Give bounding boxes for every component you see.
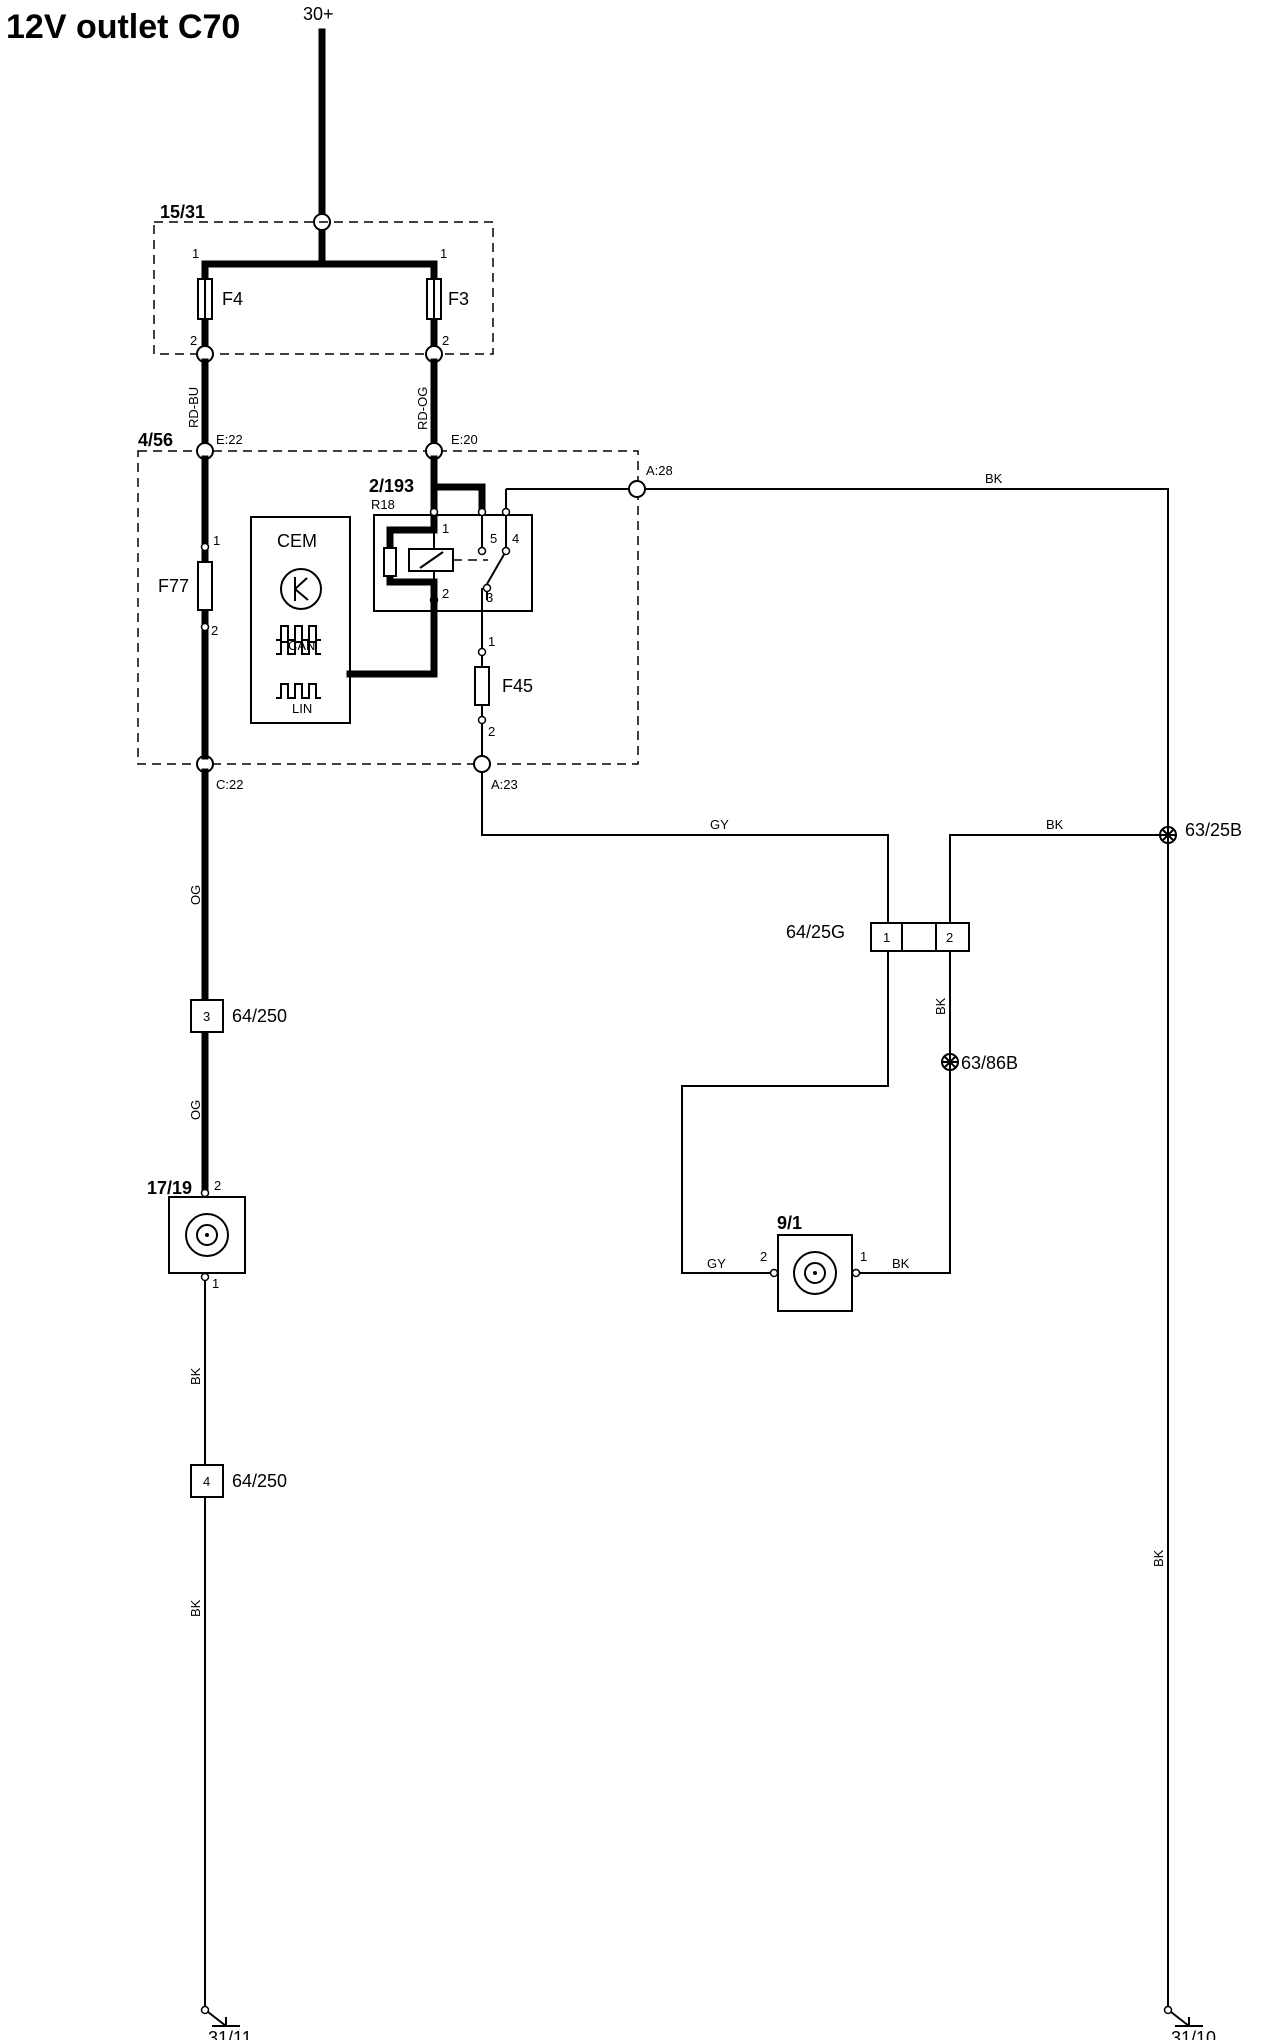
wire-bk-vert-label: BK: [933, 997, 948, 1015]
fuse-f3: F3 1 2: [426, 246, 469, 348]
wire-bk-mid-label: BK: [1046, 817, 1064, 832]
relay-pin-4: 4: [512, 531, 519, 546]
ground-31-10-label: 31/10: [1171, 2028, 1216, 2040]
can-signal-icon: [276, 625, 321, 641]
outlet-17-19-label: 17/19: [147, 1178, 192, 1198]
connector-c22-label: C:22: [216, 777, 243, 792]
cem-module: 4/56: [137, 430, 639, 765]
connector-64-250-top-label: 64/250: [232, 1006, 287, 1026]
wire-gy-a23: [481, 772, 889, 923]
ground-31-11: 31/11: [200, 2005, 252, 2040]
connector-64-250-bottom: 4 64/250: [190, 1464, 287, 1498]
splice-63-25b-label: 63/25B: [1185, 820, 1242, 840]
connector-e20-label: E:20: [451, 432, 478, 447]
fuse-f3-label: F3: [448, 289, 469, 309]
wire-bk-bottom-label: BK: [892, 1256, 910, 1271]
wire-gy-top-label: GY: [710, 817, 729, 832]
cem-unit: CEM CAN LIN: [250, 516, 351, 724]
splice-63-86b: 63/86B: [941, 1053, 1018, 1073]
fuse-f77-label: F77: [158, 576, 189, 596]
wire-bk-a28: [645, 488, 1169, 2010]
wire-og-1-label: OG: [188, 885, 203, 905]
can-signal-icon-2: [276, 641, 321, 655]
outlet-17-19: 17/19 2 1: [147, 1178, 246, 1291]
wire-relay-to-cem: [346, 596, 438, 678]
fusebox-15-31: 15/31: [153, 202, 494, 355]
outlet-17-19-pin-bottom: 1: [212, 1276, 219, 1291]
wire-bk-splice: [949, 834, 1168, 923]
connector-64-250-top: 3 64/250: [190, 999, 287, 1033]
relay-pin-5: 5: [490, 531, 497, 546]
fuse-f4-label: F4: [222, 289, 243, 309]
outlet-9-1: 9/1 2 1: [760, 1213, 867, 1312]
relay-2-193: 2/193 R18 1 2 3 4 5: [369, 455, 533, 612]
wire-bk-top-label: BK: [985, 471, 1003, 486]
connector-a28-node: [628, 480, 646, 498]
diagram-title: 12V outlet C70: [6, 8, 240, 46]
supply-label: 30+: [303, 4, 334, 24]
fuse-f77: F77 1 2: [158, 533, 220, 638]
wire-bk-left-1-label: BK: [188, 1367, 203, 1385]
wire-gy-outlet: [681, 951, 889, 1274]
connector-64-250-bottom-label: 64/250: [232, 1471, 287, 1491]
relay-pin-1: 1: [442, 521, 449, 536]
lin-label: LIN: [292, 701, 312, 716]
fuse-f4-pin-bottom: 2: [190, 333, 197, 348]
fuse-f45: F45 1 2: [474, 634, 533, 739]
ground-31-11-label: 31/11: [208, 2028, 252, 2040]
connector-64-25g: 64/25G 1 2: [786, 922, 970, 952]
fuse-f4: F4 1 2: [190, 246, 243, 348]
cem-title: CEM: [277, 531, 317, 551]
wire-gy-bottom-label: GY: [707, 1256, 726, 1271]
outlet-17-19-pin-top: 2: [214, 1178, 221, 1193]
connector-64-250-bottom-pin: 4: [203, 1474, 210, 1489]
connector-a23-node: [473, 755, 491, 773]
fusebox-label: 15/31: [160, 202, 205, 222]
fuse-f45-pin-top: 1: [488, 634, 495, 649]
connector-64-250-top-pin: 3: [203, 1009, 210, 1024]
ground-31-10: 31/10: [1163, 2005, 1216, 2040]
wire-bk-right-label: BK: [1151, 1549, 1166, 1567]
fuse-f3-pin-bottom: 2: [442, 333, 449, 348]
fuse-f45-pin-bottom: 2: [488, 724, 495, 739]
cem-module-label: 4/56: [138, 430, 173, 450]
connector-64-25g-pin-2: 2: [946, 930, 953, 945]
fuse-f3-pin-top: 1: [440, 246, 447, 261]
fuse-f4-pin-top: 1: [192, 246, 199, 261]
fuse-f77-pin-bottom: 2: [211, 623, 218, 638]
connector-a28-label: A:28: [646, 463, 673, 478]
connector-64-25g-pin-1: 1: [883, 930, 890, 945]
relay-label: 2/193: [369, 476, 414, 496]
relay-pin-3: 3: [486, 590, 493, 605]
wire-rd-bu-label: RD-BU: [186, 387, 201, 428]
relay-sub-label: R18: [371, 497, 395, 512]
wire-bk-left-2-label: BK: [188, 1599, 203, 1617]
relay-pin-2: 2: [442, 586, 449, 601]
connector-64-25g-label: 64/25G: [786, 922, 845, 942]
transistor-icon: [280, 568, 322, 610]
outlet-9-1-pin-left: 2: [760, 1249, 767, 1264]
fuse-f45-label: F45: [502, 676, 533, 696]
splice-63-25b: 63/25B: [1159, 820, 1242, 844]
wire-rd-og-label: RD-OG: [415, 387, 430, 430]
connector-a23-label: A:23: [491, 777, 518, 792]
connector-e22-label: E:22: [216, 432, 243, 447]
outlet-9-1-label: 9/1: [777, 1213, 802, 1233]
lin-signal-icon: [276, 683, 321, 699]
splice-63-86b-label: 63/86B: [961, 1053, 1018, 1073]
fuse-f77-pin-top: 1: [213, 533, 220, 548]
wire-og-2-label: OG: [188, 1100, 203, 1120]
outlet-9-1-pin-right: 1: [860, 1249, 867, 1264]
